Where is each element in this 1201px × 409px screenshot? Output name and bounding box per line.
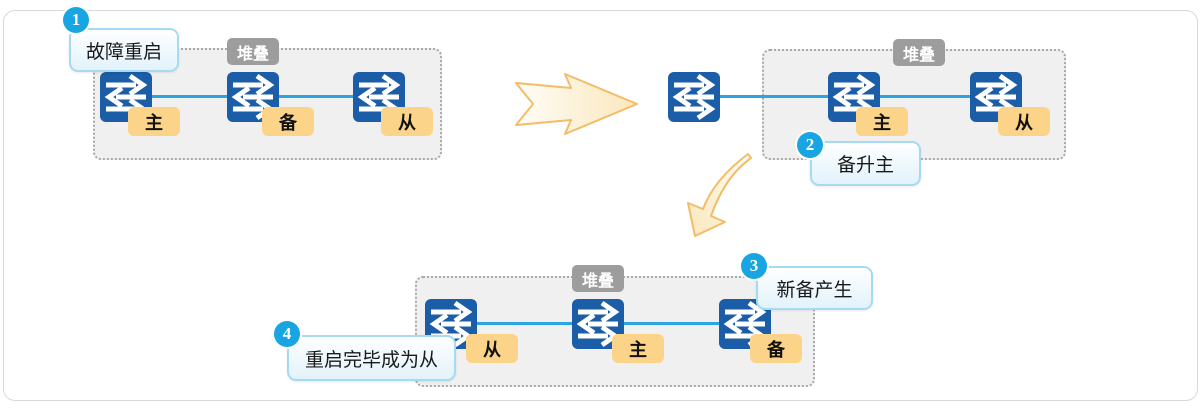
- role-label-master: 主: [856, 107, 908, 136]
- role-label-slave: 从: [998, 107, 1050, 136]
- stack-badge: 堆叠: [893, 39, 945, 66]
- switch-icon: [668, 72, 720, 122]
- step-number-badge: 4: [274, 321, 300, 347]
- step-callout-label: 新备产生: [776, 278, 853, 301]
- step-callout-1: 故障重启: [69, 28, 179, 72]
- step-callout-3: 新备产生: [756, 266, 873, 310]
- role-label-slave: 从: [381, 107, 433, 136]
- step-callout-label: 故障重启: [85, 40, 162, 63]
- role-label-slave: 从: [466, 334, 518, 363]
- flow-arrow-right-icon: [515, 73, 638, 135]
- step-number-badge: 3: [741, 253, 767, 279]
- role-label-standby: 备: [750, 334, 802, 363]
- step-number-badge: 2: [797, 132, 823, 158]
- step-callout-label: 重启完毕成为从: [304, 348, 438, 371]
- role-label-master: 主: [612, 334, 664, 363]
- step-callout-2: 备升主: [810, 141, 921, 186]
- stack-badge: 堆叠: [227, 38, 279, 65]
- stack-badge: 堆叠: [572, 265, 624, 292]
- flow-arrow-down-left-icon: [687, 153, 752, 237]
- role-label-master: 主: [128, 107, 180, 136]
- step-number-badge: 1: [63, 7, 89, 33]
- role-label-standby: 备: [262, 107, 314, 136]
- step-callout-4: 重启完毕成为从: [287, 335, 456, 381]
- step-callout-label: 备升主: [836, 154, 894, 176]
